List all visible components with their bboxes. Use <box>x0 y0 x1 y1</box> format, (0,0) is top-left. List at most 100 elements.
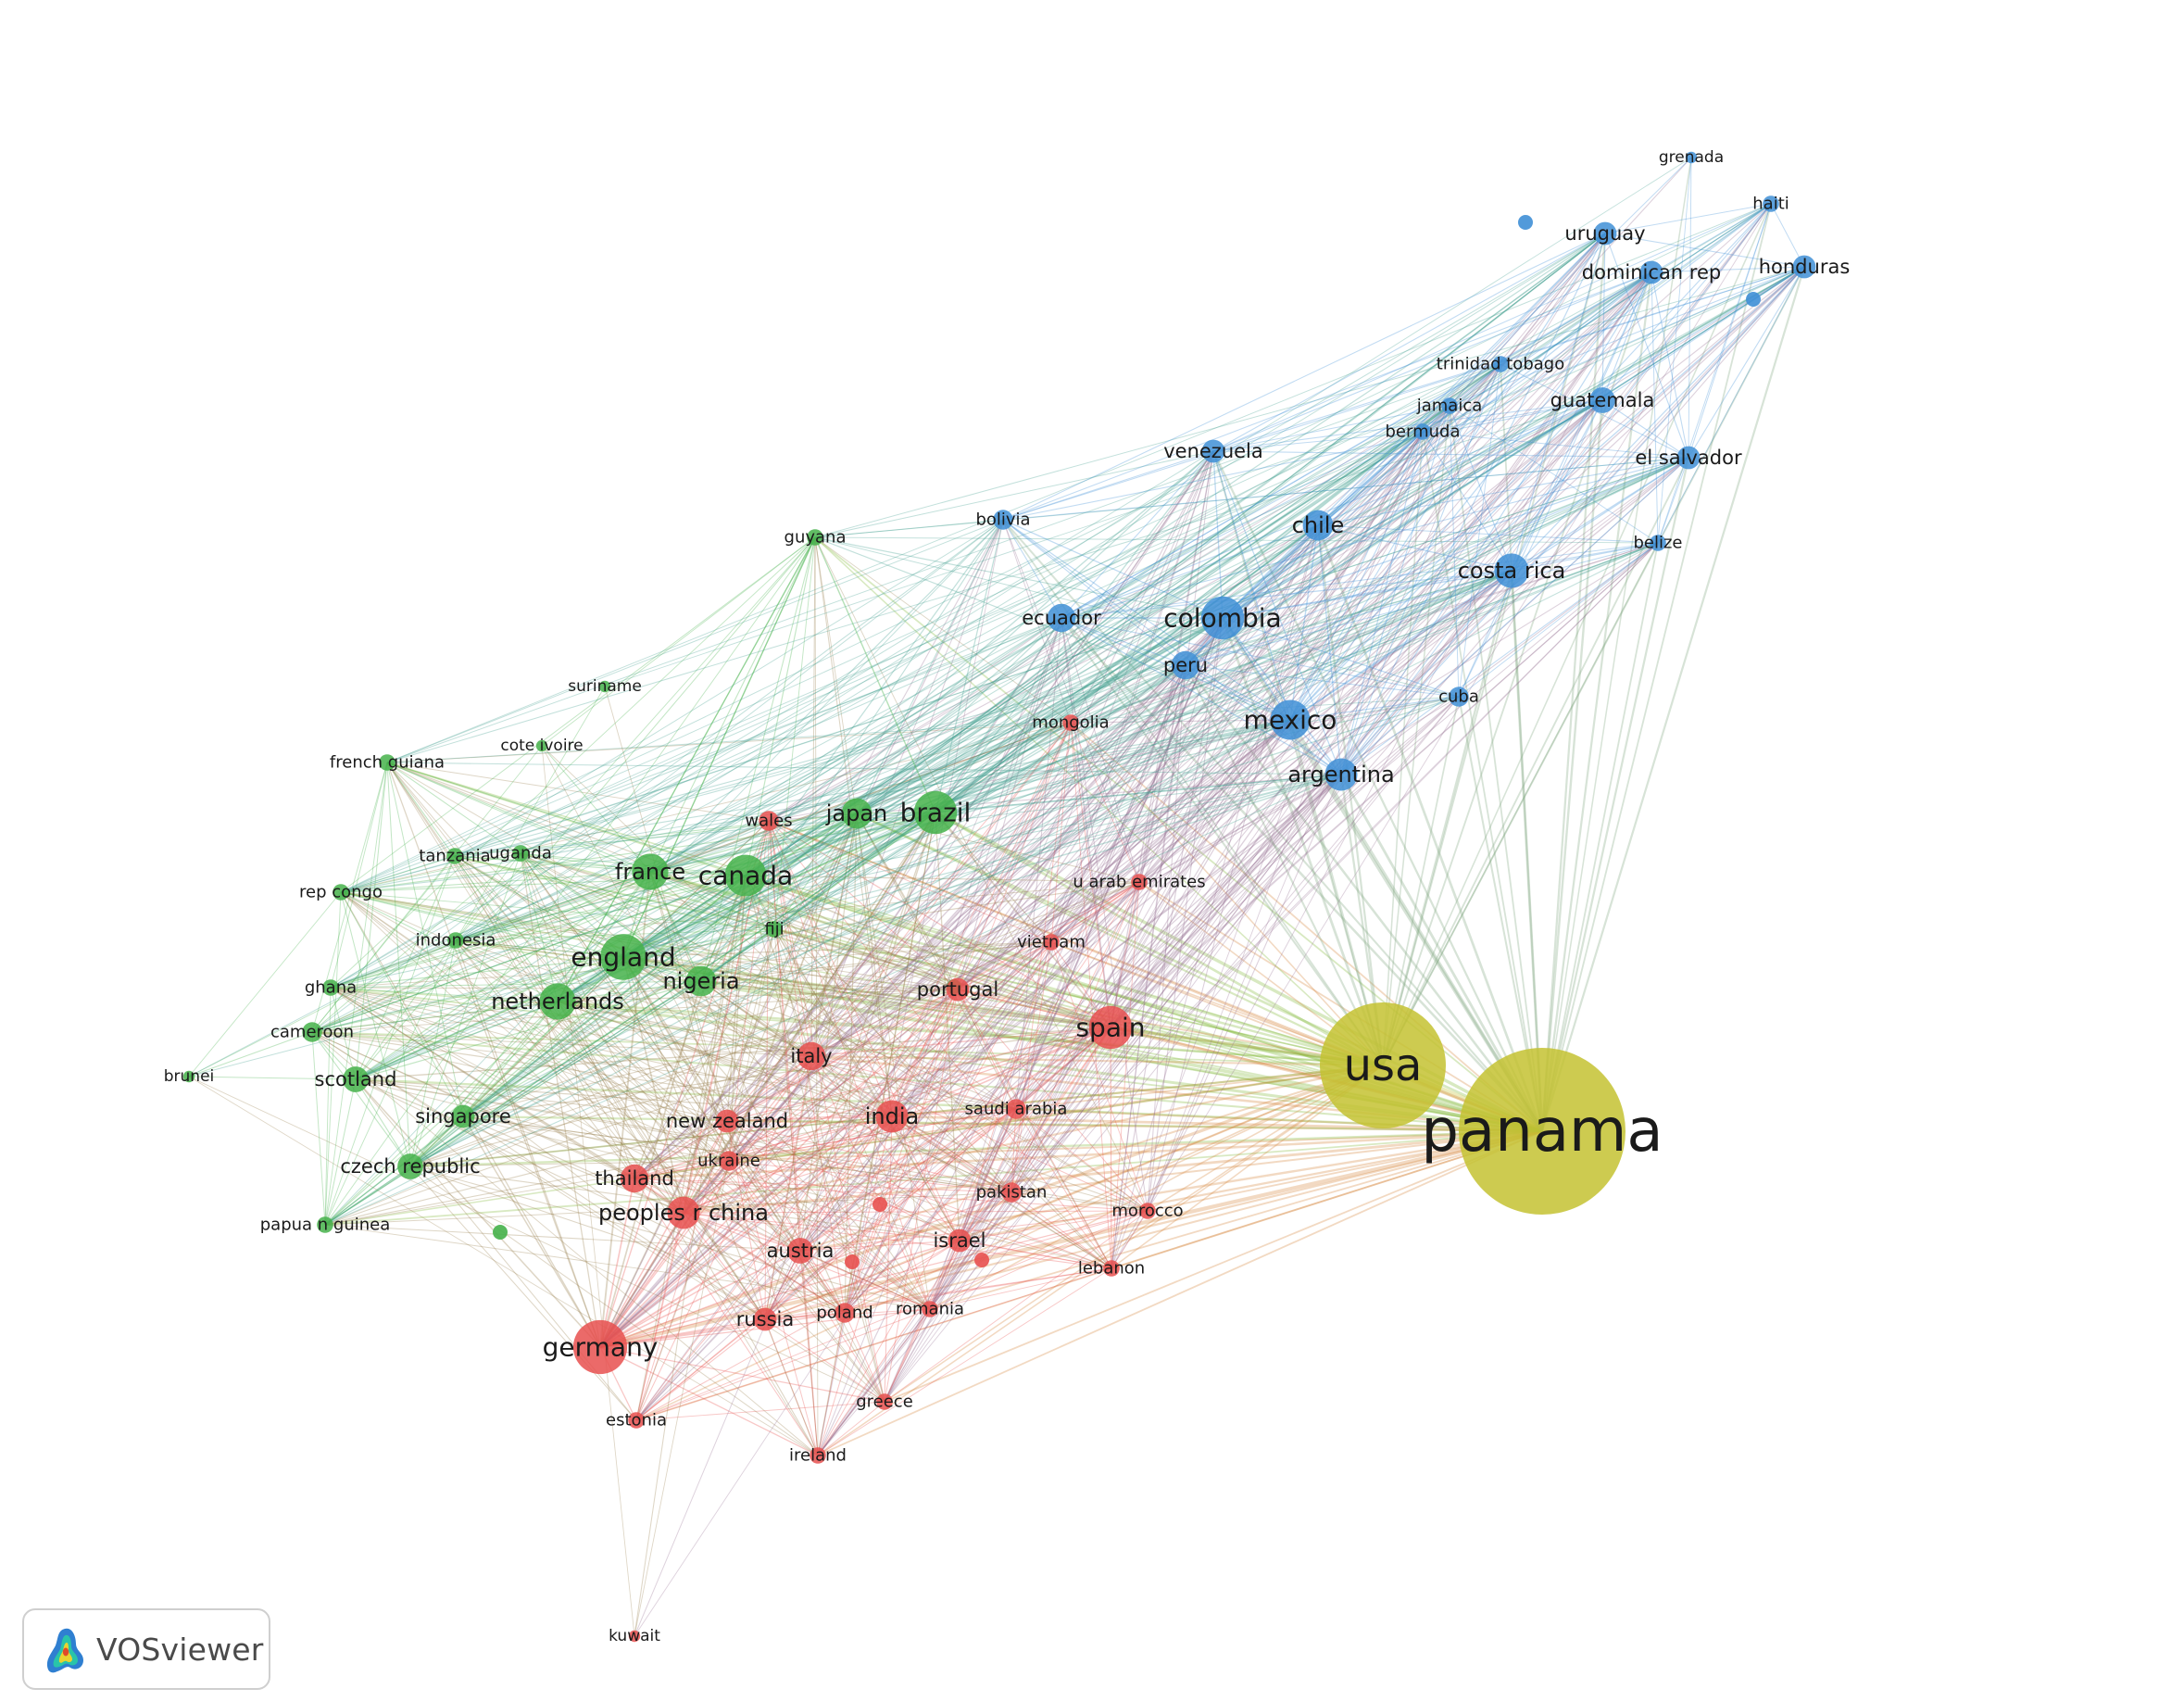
node-russia[interactable] <box>753 1307 777 1331</box>
node-brunei[interactable] <box>182 1070 195 1083</box>
node-india[interactable] <box>875 1100 909 1133</box>
node-cuba[interactable] <box>1449 687 1469 707</box>
link-cameroon-tanzania <box>311 855 456 1033</box>
node-label-jamaica: jamaica <box>1416 397 1483 416</box>
node-uruguay[interactable] <box>1593 221 1617 246</box>
node-venezuela[interactable] <box>1201 439 1225 463</box>
node-mongolia[interactable] <box>1062 714 1079 731</box>
node-indonesia[interactable] <box>447 932 464 949</box>
node-honduras[interactable] <box>1792 255 1816 279</box>
link-panama-venezuela <box>1211 450 1544 1132</box>
node-netherlands[interactable] <box>539 983 576 1020</box>
node-chile[interactable] <box>1302 510 1334 541</box>
link-france-ecuador <box>649 617 1062 873</box>
node-haiti[interactable] <box>1763 195 1779 212</box>
node-singapore[interactable] <box>451 1104 475 1128</box>
node-new-zealand[interactable] <box>715 1109 739 1133</box>
node-bolivia[interactable] <box>993 510 1013 530</box>
node-suriname[interactable] <box>598 680 611 693</box>
link-usa-colombia <box>1221 617 1385 1066</box>
node-unlabeled-blue-0[interactable] <box>1518 215 1533 230</box>
node-dominican-rep[interactable] <box>1639 260 1663 284</box>
node-israel[interactable] <box>948 1228 972 1253</box>
node-colombia[interactable] <box>1200 596 1245 640</box>
link-ireland-dominican-rep <box>817 271 1652 1456</box>
link-saudi-arabia-uganda <box>520 852 1017 1110</box>
node-unlabeled-red-2[interactable] <box>872 1197 887 1212</box>
node-ecuador[interactable] <box>1047 603 1076 633</box>
node-greece[interactable] <box>876 1393 893 1410</box>
link-portugal-french-guiana <box>386 762 959 990</box>
node-brazil[interactable] <box>913 790 958 835</box>
node-el-salvador[interactable] <box>1676 446 1701 470</box>
node-papua-n-guinea[interactable] <box>317 1216 333 1233</box>
node-canada[interactable] <box>724 854 767 897</box>
node-japan[interactable] <box>841 798 872 829</box>
node-portugal[interactable] <box>946 977 970 1002</box>
node-costa-rica[interactable] <box>1494 553 1529 588</box>
node-ukraine[interactable] <box>719 1151 739 1171</box>
node-peoples-r-china[interactable] <box>667 1196 700 1229</box>
node-mexico[interactable] <box>1270 699 1311 740</box>
node-uganda[interactable] <box>512 845 529 862</box>
link-bolivia-el-salvador <box>1002 457 1689 521</box>
node-label-canada: canada <box>698 861 793 891</box>
node-spain[interactable] <box>1088 1005 1133 1050</box>
node-rep-congo[interactable] <box>333 884 349 901</box>
link-brazil-england <box>622 812 936 958</box>
node-unlabeled-blue-1[interactable] <box>1746 292 1761 307</box>
link-canada-netherlands <box>557 875 747 1002</box>
link-panama-india <box>891 1115 1543 1133</box>
node-wales[interactable] <box>759 811 779 831</box>
node-ghana[interactable] <box>322 979 339 996</box>
node-pakistan[interactable] <box>1001 1182 1022 1203</box>
node-romania[interactable] <box>922 1301 938 1317</box>
node-unlabeled-green-0[interactable] <box>493 1225 508 1240</box>
node-czech-republic[interactable] <box>397 1153 423 1179</box>
node-guyana[interactable] <box>807 529 823 546</box>
node-fiji[interactable] <box>766 921 783 938</box>
node-estonia[interactable] <box>628 1412 645 1429</box>
node-unlabeled-red-1[interactable] <box>974 1253 989 1267</box>
node-germany[interactable] <box>572 1319 628 1375</box>
link-ireland-colombia <box>817 617 1224 1456</box>
node-austria[interactable] <box>787 1238 813 1264</box>
node-u-arab-emirates[interactable] <box>1131 874 1148 890</box>
node-cameroon[interactable] <box>302 1022 322 1042</box>
node-belize[interactable] <box>1650 535 1666 551</box>
node-jamaica[interactable] <box>1441 397 1458 414</box>
node-french-guiana[interactable] <box>379 754 395 771</box>
link-ecuador-bolivia <box>1002 519 1062 619</box>
node-argentina[interactable] <box>1324 758 1358 791</box>
node-unlabeled-red-0[interactable] <box>845 1254 860 1269</box>
node-guatemala[interactable] <box>1589 387 1615 413</box>
node-england[interactable] <box>600 934 646 980</box>
link-spain-ukraine <box>728 1027 1111 1162</box>
node-scotland[interactable] <box>343 1066 369 1092</box>
node-cote-ivoire[interactable] <box>535 739 548 752</box>
node-usa[interactable] <box>1320 1002 1446 1128</box>
node-grenada[interactable] <box>1685 151 1698 164</box>
link-peoples-r-china-austria <box>683 1212 801 1252</box>
node-saudi-arabia[interactable] <box>1006 1099 1026 1119</box>
node-morocco[interactable] <box>1139 1203 1156 1219</box>
node-peru[interactable] <box>1171 650 1200 680</box>
node-thailand[interactable] <box>620 1164 649 1193</box>
node-ireland[interactable] <box>810 1447 826 1464</box>
node-vietnam[interactable] <box>1043 934 1060 951</box>
node-bermuda[interactable] <box>1414 423 1431 440</box>
node-poland[interactable] <box>835 1303 855 1323</box>
node-label-chile: chile <box>1292 512 1345 538</box>
node-france[interactable] <box>632 853 669 890</box>
node-tanzania[interactable] <box>446 848 463 864</box>
link-austria-england <box>622 956 801 1252</box>
node-trinidad-tobago[interactable] <box>1492 356 1509 372</box>
node-lebanon[interactable] <box>1103 1260 1120 1277</box>
node-kuwait[interactable] <box>628 1630 641 1643</box>
link-pakistan-france <box>649 871 1012 1193</box>
link-singapore-mexico <box>462 719 1291 1117</box>
node-italy[interactable] <box>797 1041 826 1071</box>
node-nigeria[interactable] <box>685 965 717 997</box>
node-panama[interactable] <box>1459 1048 1625 1215</box>
